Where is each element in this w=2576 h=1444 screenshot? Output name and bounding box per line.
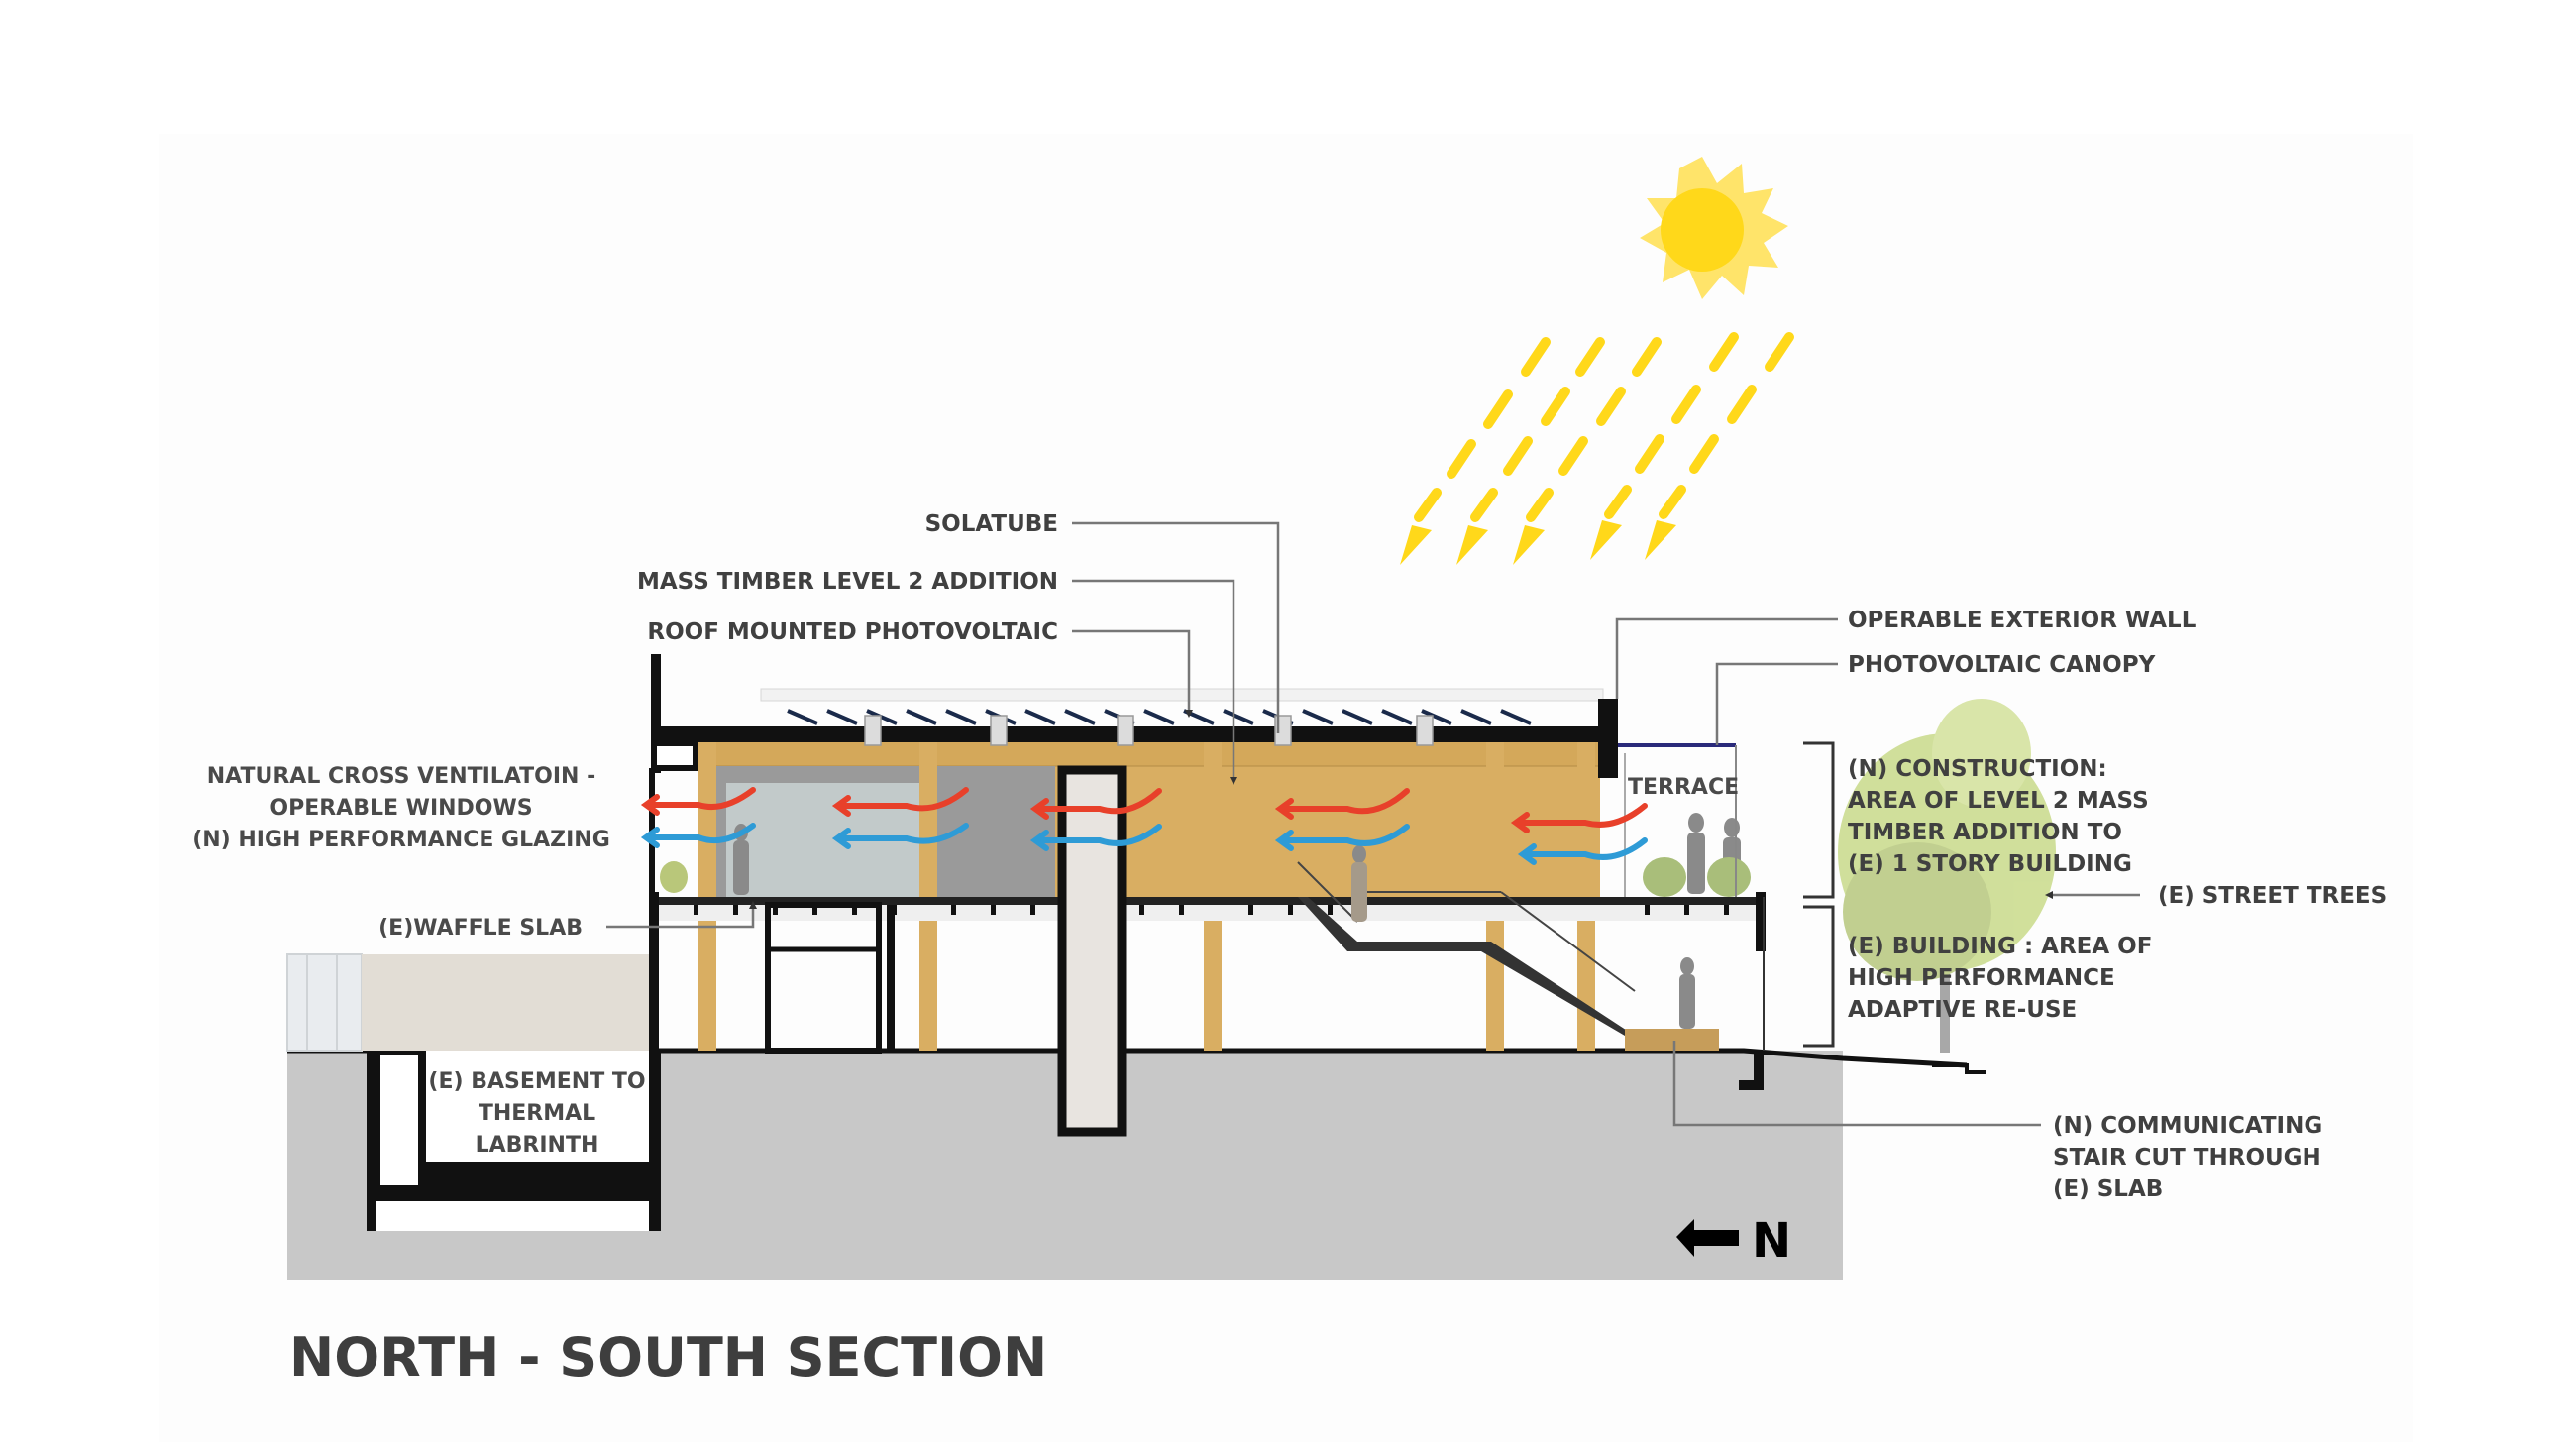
label-ventilation-2: OPERABLE WINDOWS <box>269 796 532 821</box>
basement-label-1: (E) BASEMENT TO <box>428 1069 645 1094</box>
label-new-construction-1: (N) CONSTRUCTION: <box>1848 756 2107 782</box>
label-street-trees: (E) STREET TREES <box>2158 883 2387 909</box>
airflow-arrow-icon <box>640 787 756 848</box>
label-existing-building-2: HIGH PERFORMANCE <box>1848 965 2115 991</box>
label-existing-building-3: ADAPTIVE RE-USE <box>1848 997 2077 1023</box>
label-operable-wall: OPERABLE EXTERIOR WALL <box>1848 608 2197 633</box>
north-arrow-icon: N <box>1676 1213 1791 1269</box>
label-pv-canopy: PHOTOVOLTAIC CANOPY <box>1848 652 2156 678</box>
street-tree <box>1838 699 2056 1053</box>
label-solatube: SOLATUBE <box>925 511 1058 537</box>
airflow-arrows <box>640 787 1648 865</box>
airflow-arrow-icon <box>831 787 969 849</box>
airflow-arrow-icon <box>1029 788 1162 851</box>
airflow-arrow-icon <box>1274 788 1410 851</box>
basement-label-3: LABRINTH <box>476 1133 599 1158</box>
terrace-label: TERRACE <box>1628 775 1739 800</box>
label-stair-1: (N) COMMUNICATING <box>2053 1113 2322 1139</box>
label-mass-timber: MASS TIMBER LEVEL 2 ADDITION <box>637 569 1058 595</box>
leader-lines <box>606 521 2140 1127</box>
label-ventilation-1: NATURAL CROSS VENTILATOIN - <box>207 764 596 789</box>
section-title: NORTH - SOUTH SECTION <box>289 1326 1047 1388</box>
label-stair-3: (E) SLAB <box>2053 1176 2163 1202</box>
sun-icon <box>1640 157 1788 299</box>
label-existing-building-1: (E) BUILDING : AREA OF <box>1848 934 2152 959</box>
sun-ray-arrows <box>1414 332 1794 522</box>
label-ventilation-3: (N) HIGH PERFORMANCE GLAZING <box>192 828 610 852</box>
north-label: N <box>1752 1213 1791 1269</box>
basement-label-2: THERMAL <box>479 1101 595 1126</box>
building-section: TERRACE <box>649 654 1766 1137</box>
label-waffle-slab: (E)WAFFLE SLAB <box>378 916 583 941</box>
label-new-construction-4: (E) 1 STORY BUILDING <box>1848 851 2132 877</box>
label-stair-2: STAIR CUT THROUGH <box>2053 1145 2321 1170</box>
adjacent-building <box>286 953 649 1052</box>
airflow-arrow-icon <box>1510 803 1648 865</box>
label-new-construction-3: TIMBER ADDITION TO <box>1848 820 2122 845</box>
label-roof-pv: ROOF MOUNTED PHOTOVOLTAIC <box>647 619 1058 645</box>
communicating-stair <box>1297 861 1719 1051</box>
basement: (E) BASEMENT TO THERMAL LABRINTH <box>367 1047 661 1231</box>
label-new-construction-2: AREA OF LEVEL 2 MASS <box>1848 788 2149 814</box>
